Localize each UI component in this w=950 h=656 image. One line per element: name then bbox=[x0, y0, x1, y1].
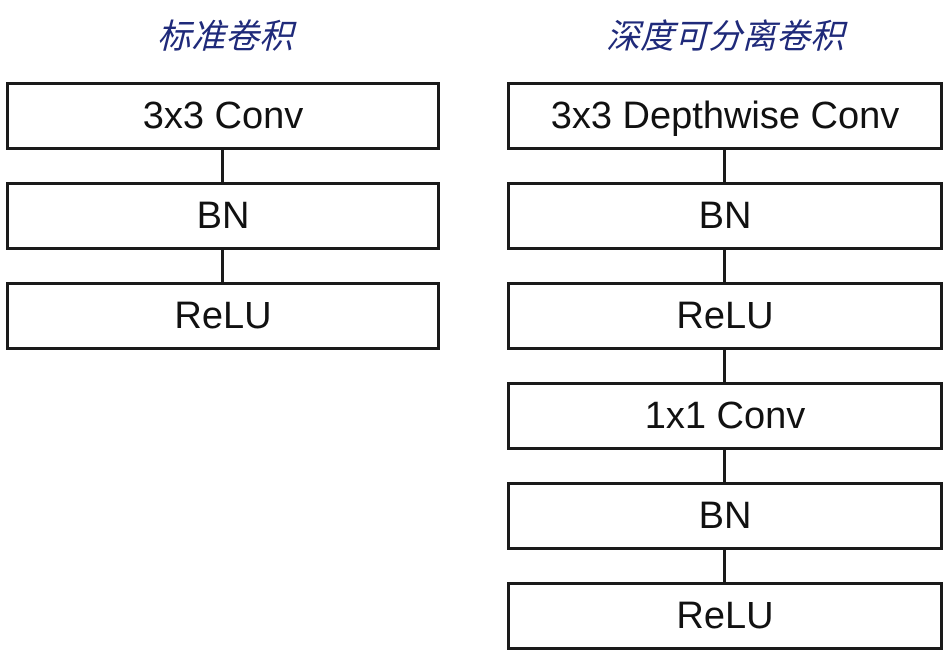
std-conv3x3-block: 3x3 Conv bbox=[6, 82, 440, 150]
dw-connector-3 bbox=[723, 350, 726, 382]
dw-relu-block-2: ReLU bbox=[507, 582, 943, 650]
dw-connector-1 bbox=[723, 150, 726, 182]
dw-bn-block-2: BN bbox=[507, 482, 943, 550]
dw-connector-4 bbox=[723, 450, 726, 482]
pw-conv1x1-block: 1x1 Conv bbox=[507, 382, 943, 450]
dw-connector-5 bbox=[723, 550, 726, 582]
depthwise-separable-conv-title: 深度可分离卷积 bbox=[606, 17, 844, 57]
dw-bn-block-1: BN bbox=[507, 182, 943, 250]
std-connector-2 bbox=[221, 250, 224, 282]
std-relu-block: ReLU bbox=[6, 282, 440, 350]
dw-conv3x3-block: 3x3 Depthwise Conv bbox=[507, 82, 943, 150]
dw-connector-2 bbox=[723, 250, 726, 282]
standard-conv-title: 标准卷积 bbox=[157, 17, 293, 57]
dw-relu-block-1: ReLU bbox=[507, 282, 943, 350]
std-connector-1 bbox=[221, 150, 224, 182]
std-bn-block: BN bbox=[6, 182, 440, 250]
